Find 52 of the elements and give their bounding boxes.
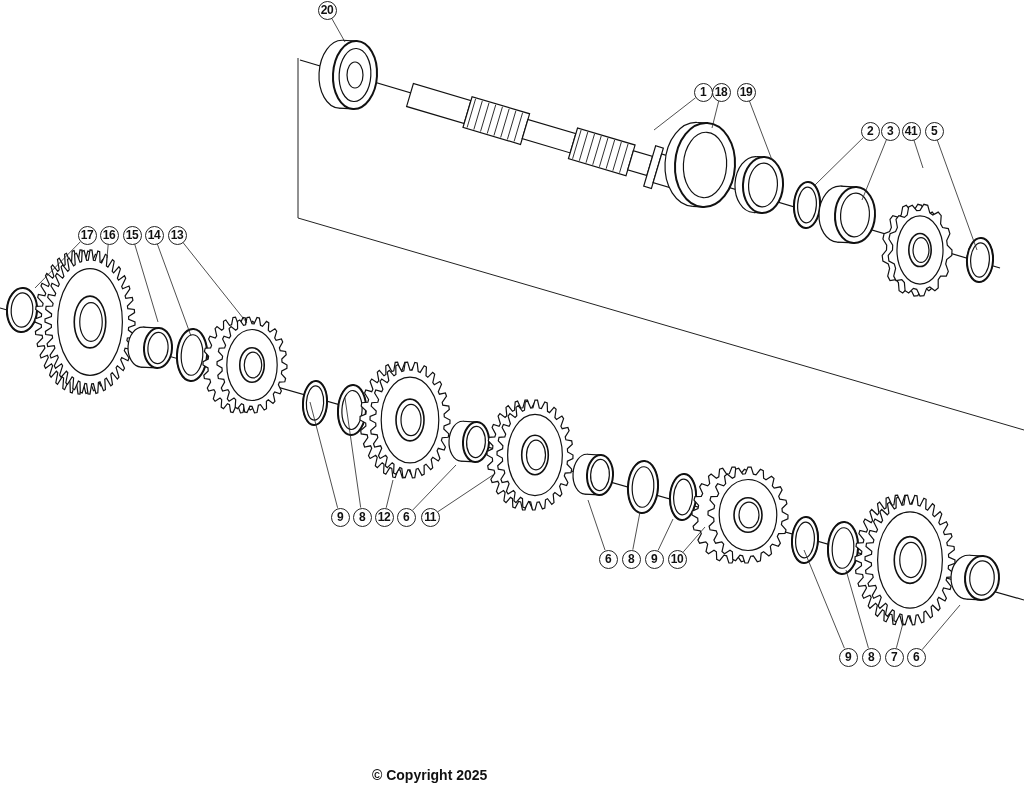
leader-line (385, 479, 394, 509)
leader-line (845, 569, 869, 649)
callout-number: 8 (861, 647, 881, 667)
callout-number: 6 (598, 549, 618, 569)
leader-line (437, 474, 494, 513)
callout-number: 9 (838, 647, 858, 667)
leader-line (913, 139, 924, 169)
leader-line (632, 511, 641, 551)
callout-number: 14 (144, 225, 164, 245)
leader-line (134, 243, 159, 323)
leader-line (331, 17, 346, 43)
leader-line (653, 97, 696, 131)
leader-line (344, 397, 362, 508)
callout-number: 16 (99, 225, 119, 245)
callout-number: 6 (906, 647, 926, 667)
leader-line (861, 139, 887, 201)
leader-line (711, 100, 720, 129)
leader-line (657, 518, 674, 551)
leader-line (182, 242, 248, 324)
callout-number: 41 (901, 121, 921, 141)
copyright-note: © Copyright 2025 (372, 767, 488, 783)
leader-line (814, 137, 864, 186)
callout-number: 3 (880, 121, 900, 141)
callout-number: 8 (621, 549, 641, 569)
callout-number: 15 (122, 225, 142, 245)
leader-line (921, 604, 961, 651)
callout-number: 9 (330, 507, 350, 527)
callout-number: 9 (644, 549, 664, 569)
callout-number: 6 (396, 507, 416, 527)
leader-line (896, 622, 904, 649)
leader-line (309, 401, 338, 509)
callout-number: 18 (711, 82, 731, 102)
callout-number: 17 (77, 225, 97, 245)
leader-line (682, 526, 706, 553)
callout-number: 5 (924, 121, 944, 141)
callout-number: 20 (317, 0, 337, 20)
callout-number: 13 (167, 225, 187, 245)
leader-line (412, 464, 457, 511)
callout-number: 2 (860, 121, 880, 141)
leader-line (106, 244, 109, 259)
callout-number: 10 (667, 549, 687, 569)
leader-line (936, 139, 978, 251)
callout-number: 1 (693, 82, 713, 102)
callout-number: 11 (420, 507, 440, 527)
callout-number: 12 (374, 507, 394, 527)
leader-line (156, 243, 192, 337)
leader-line (803, 549, 845, 649)
callout-number: 8 (352, 507, 372, 527)
callout-number: 7 (884, 647, 904, 667)
leader-line (587, 499, 606, 551)
leader-line (749, 100, 773, 161)
callout-number: 19 (736, 82, 756, 102)
